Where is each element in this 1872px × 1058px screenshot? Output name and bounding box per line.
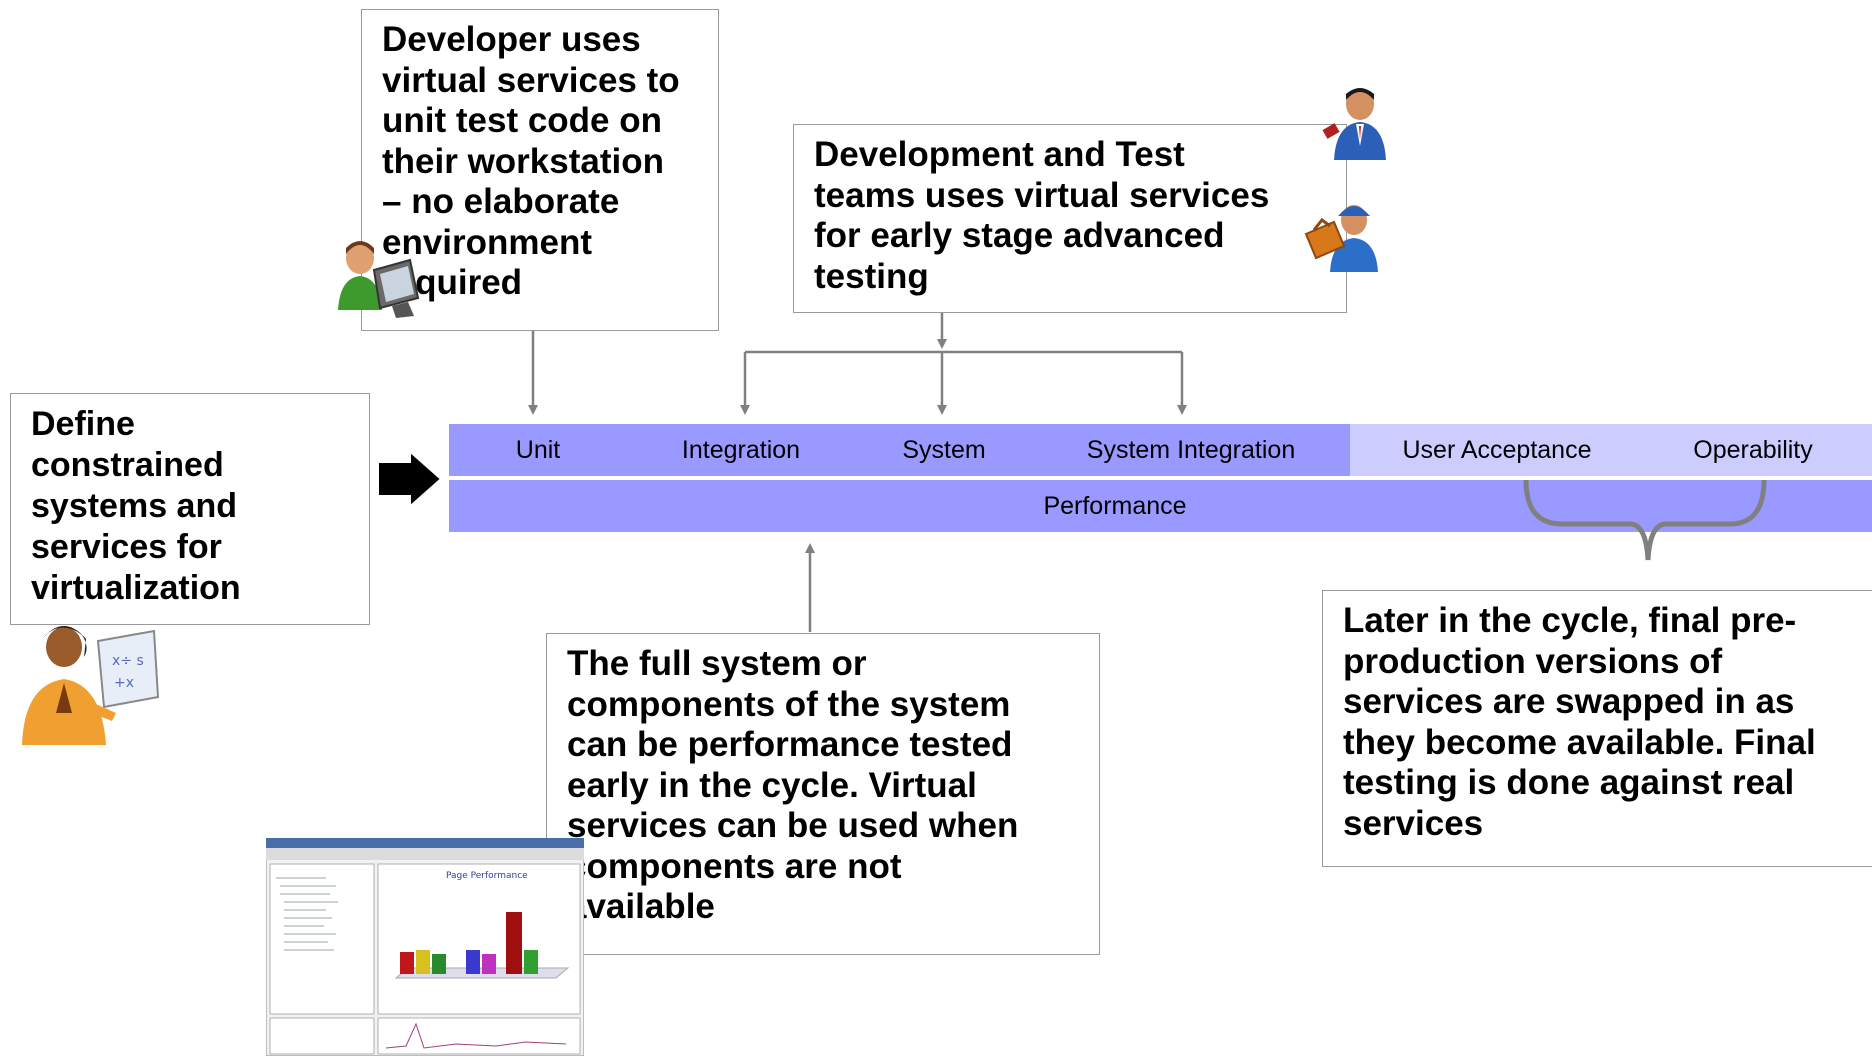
phase-user-acceptance: User Acceptance	[1402, 436, 1592, 464]
devtest-text: Development and Test teams uses virtual …	[814, 135, 1270, 296]
performance-tool-screenshot: Page Performance	[266, 838, 584, 1056]
svg-text:+x: +x	[114, 675, 134, 691]
later-text: Later in the cycle, final pre- productio…	[1343, 601, 1816, 843]
brace-ua-operability	[1523, 479, 1767, 561]
lifecycle-band-late	[1350, 424, 1872, 476]
developer-text: Developer uses virtual services to unit …	[382, 20, 680, 302]
phase-system-integration: System Integration	[1086, 436, 1296, 464]
technician-with-toolbox-icon	[1304, 205, 1378, 272]
phase-unit: Unit	[515, 436, 561, 464]
phase-operability: Operability	[1693, 436, 1813, 464]
performance-testing-box: The full system or components of the sys…	[546, 633, 1100, 955]
define-text: Define constrained systems and services …	[31, 405, 241, 607]
developer-at-computer-icon	[338, 241, 420, 318]
right-arrow-icon	[379, 453, 440, 505]
lifecycle-band-early	[449, 424, 1350, 476]
presenter-at-whiteboard-icon: x÷ s +x	[22, 626, 160, 745]
developer-unit-test-box: Developer uses virtual services to unit …	[361, 9, 719, 331]
svg-text:x÷ s: x÷ s	[112, 653, 144, 669]
phase-system: System	[902, 436, 986, 464]
phase-integration: Integration	[681, 436, 801, 464]
dev-and-test-box: Development and Test teams uses virtual …	[793, 124, 1347, 313]
screenshot-chart-title: Page Performance	[446, 871, 528, 881]
phase-performance: Performance	[1043, 492, 1187, 520]
later-in-cycle-box: Later in the cycle, final pre- productio…	[1322, 590, 1872, 867]
businessman-icon	[1322, 88, 1386, 160]
define-virtualization-box: Define constrained systems and services …	[10, 393, 370, 625]
performance-text: The full system or components of the sys…	[567, 644, 1019, 926]
